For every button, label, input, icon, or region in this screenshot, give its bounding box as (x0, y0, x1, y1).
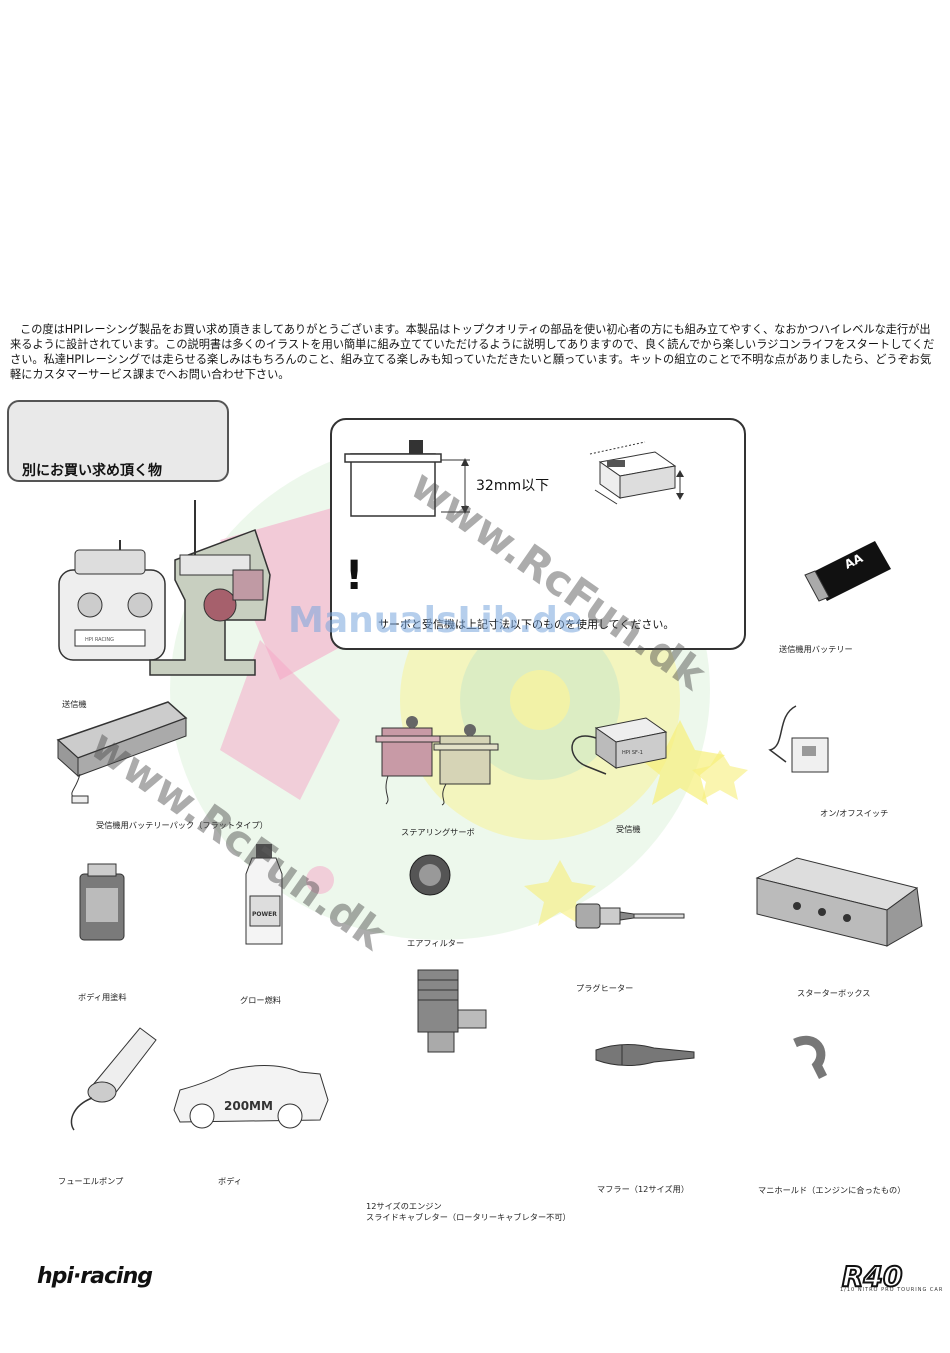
receiver-brand-text: HPI SF-1 (622, 750, 643, 756)
required-items-title: 別にお買い求め頂く物 (22, 463, 162, 479)
warning-icon: ! (345, 553, 364, 599)
fuel-pump-illustration (70, 1027, 157, 1131)
receiver-illustration: HPI SF-1 (571, 717, 668, 775)
caption-transmitter: 送信機 (62, 699, 87, 709)
caption-body-paint: ボディ用塗料 (78, 992, 127, 1002)
air-filter-illustration (409, 854, 451, 896)
body-paint-illustration (79, 863, 125, 941)
caption-tx-battery: 送信機用バッテリー (779, 644, 853, 654)
steering-servo-illustration (375, 716, 499, 806)
caption-plug-heater: プラグヒーター (576, 983, 634, 993)
caption-receiver: 受信機 (616, 824, 641, 834)
r40-logo-subtitle: 1/10 NITRO PRO TOURING CAR (840, 1287, 944, 1293)
intro-paragraph: この度はHPIレーシング製品をお買い求め頂きましてありがとうございます。本製品は… (10, 323, 935, 381)
r40-logo: R40 (841, 1259, 904, 1294)
r40-logo-text: R40 (842, 1260, 903, 1293)
servo-height-label: 32mm以下 (476, 478, 550, 494)
body-shell-illustration: 200MM (173, 1064, 329, 1129)
servo-dimension-diagram (344, 440, 684, 517)
required-items-box (7, 400, 229, 482)
hpi-racing-logo: hpi·racing (37, 1264, 153, 1289)
engine-illustration (417, 969, 487, 1053)
rx-battery-pack-illustration (56, 701, 188, 804)
onoff-switch-illustration (768, 705, 829, 773)
caption-muffler: マフラー（12サイズ用） (597, 1184, 690, 1194)
manifold-illustration (793, 1036, 828, 1080)
caption-steering-servo: ステアリングサーボ (401, 827, 475, 837)
glow-fuel-illustration: POWER (245, 844, 283, 945)
body-200mm-text: 200MM (224, 1099, 273, 1113)
caption-manifold: マニホールド（エンジンに合ったもの） (758, 1185, 906, 1195)
caption-fuel-pump: フューエルポンプ (58, 1176, 124, 1186)
caption-glow-fuel: グロー燃料 (240, 995, 281, 1005)
aa-battery-illustration: AA (804, 541, 891, 602)
tx-brand-text: HPI RACING (85, 637, 114, 643)
caption-air-filter: エアフィルター (407, 938, 465, 948)
caption-body: ボディ (218, 1176, 242, 1186)
transmitter-illustration: HPI RACING (58, 500, 271, 676)
caption-engine-line2: スライドキャブレター（ロータリーキャブレター不可） (366, 1212, 571, 1222)
caption-starter-box: スターターボックス (797, 988, 871, 998)
starter-box-illustration (755, 857, 923, 947)
plug-heater-illustration (575, 903, 685, 929)
caption-engine-line1: 12サイズのエンジン (366, 1201, 442, 1211)
servo-warning-text: サーボと受信機は上記寸法以下のものを使用してください。 (378, 618, 675, 631)
caption-rx-battery-pack: 受信機用バッテリーパック（フラットタイプ） (96, 820, 268, 830)
muffler-illustration (595, 1044, 695, 1066)
fuel-brand-text: POWER (252, 911, 277, 918)
caption-onoff-switch: オン/オフスイッチ (820, 808, 889, 818)
